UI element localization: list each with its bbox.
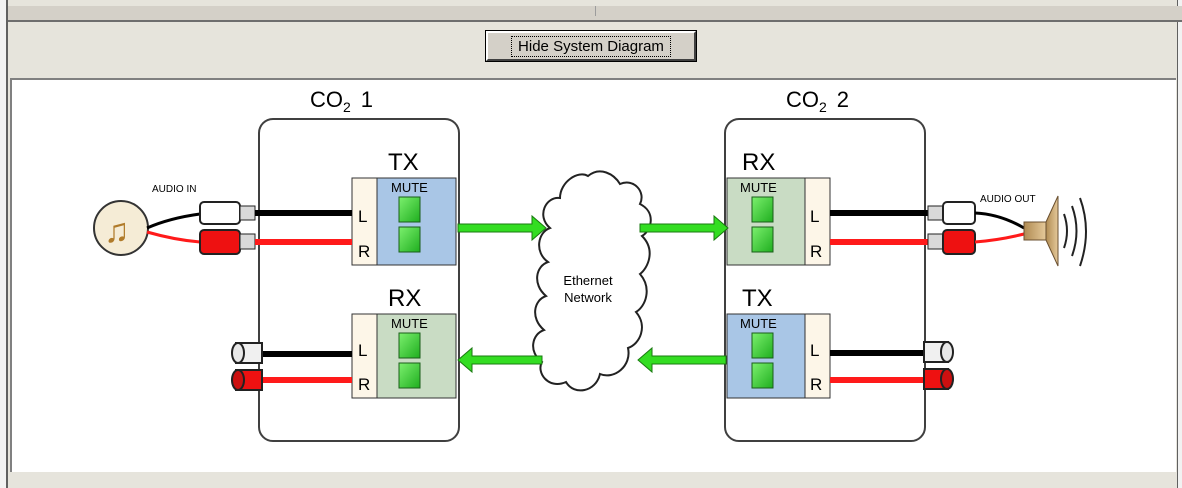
unit2-tx-left-channel: L (810, 341, 819, 360)
unit2-rx-left-channel: L (810, 207, 819, 226)
unit2-tx-mute-label: MUTE (740, 316, 777, 331)
unit1-rx-left-channel: L (358, 341, 367, 360)
audio-in-right-plug (199, 229, 241, 255)
network-label-line2: Network (564, 290, 612, 305)
unit1-tx-lr-strip (351, 177, 378, 266)
unit1-tx-left-channel: L (358, 207, 367, 226)
unit1-rx-left-jack (231, 342, 245, 364)
unit2-tx-mute-right-button[interactable] (751, 362, 774, 389)
audio-in-right-plug-tip (239, 233, 256, 250)
unit1-rx-mute-label: MUTE (391, 316, 428, 331)
audio-out-right-wire (974, 232, 1025, 244)
audio-in-left-plug (199, 201, 241, 225)
audio-out-left-wire (974, 211, 1025, 230)
unit2-rx-mute-label: MUTE (740, 180, 777, 195)
audio-in-left-wire (146, 212, 201, 230)
window-right-border (1177, 0, 1182, 488)
unit2-rx-left-cable (830, 210, 928, 216)
unit2-tx-right-cable (830, 377, 930, 383)
unit1-rx-right-cable (243, 377, 352, 383)
unit2-tx-right-channel: R (810, 375, 822, 394)
music-note-icon: ♫ (104, 212, 130, 250)
unit2-tx-left-jack (940, 341, 954, 363)
unit2-rx-right-channel: R (810, 242, 822, 261)
audio-out-left-plug-tip (927, 205, 944, 221)
unit2-rx-mute-left-button[interactable] (751, 196, 774, 223)
unit1-tx-left-cable (255, 210, 352, 216)
unit2-rx-mute-right-button[interactable] (751, 226, 774, 253)
unit1-tx-mute-right-button[interactable] (398, 226, 421, 253)
speaker-icon (1023, 195, 1087, 267)
unit1-tx-right-channel: R (358, 242, 370, 261)
unit1-tx-mute-left-button[interactable] (398, 196, 421, 223)
splitter-divider (595, 6, 596, 16)
unit1-rx-lr-strip (351, 313, 378, 399)
unit1-tx-label: TX (388, 149, 419, 176)
arrow-unit1-tx-to-network (457, 214, 547, 242)
audio-out-right-plug-tip (927, 233, 944, 250)
unit2-tx-left-cable (830, 350, 930, 356)
unit2-rx-label: RX (742, 149, 775, 176)
unit1-rx-right-channel: R (358, 375, 370, 394)
audio-in-label: AUDIO IN (152, 184, 196, 195)
arrow-unit2-tx-to-network (637, 346, 727, 374)
unit2-tx-mute-left-button[interactable] (751, 332, 774, 359)
unit1-tx-right-cable (255, 239, 352, 245)
unit1-rx-label: RX (388, 285, 421, 312)
ethernet-cloud (532, 170, 652, 392)
unit2-tx-label: TX (742, 285, 773, 312)
arrow-network-to-unit2-rx (639, 214, 729, 242)
unit1-tx-mute-label: MUTE (391, 180, 428, 195)
audio-in-left-plug-tip (239, 205, 256, 221)
unit1-rx-left-cable (243, 351, 352, 357)
window-left-border (0, 0, 8, 488)
unit2-rx-right-cable (830, 239, 928, 245)
unit1-rx-right-jack (231, 369, 245, 391)
unit1-rx-mute-left-button[interactable] (398, 332, 421, 359)
network-label-line1: Ethernet (563, 273, 613, 288)
arrow-network-to-unit1-rx (457, 346, 543, 374)
unit2-rx-lr-strip (804, 177, 831, 266)
unit1-rx-mute-right-button[interactable] (398, 362, 421, 389)
hide-system-diagram-label: Hide System Diagram (511, 35, 671, 57)
audio-out-right-plug (942, 229, 976, 255)
audio-out-left-plug (942, 201, 976, 225)
hide-system-diagram-button[interactable]: Hide System Diagram (485, 30, 697, 62)
unit2-tx-right-jack (940, 368, 954, 390)
audio-out-label: AUDIO OUT (980, 194, 1036, 205)
audio-in-right-wire (146, 230, 201, 244)
